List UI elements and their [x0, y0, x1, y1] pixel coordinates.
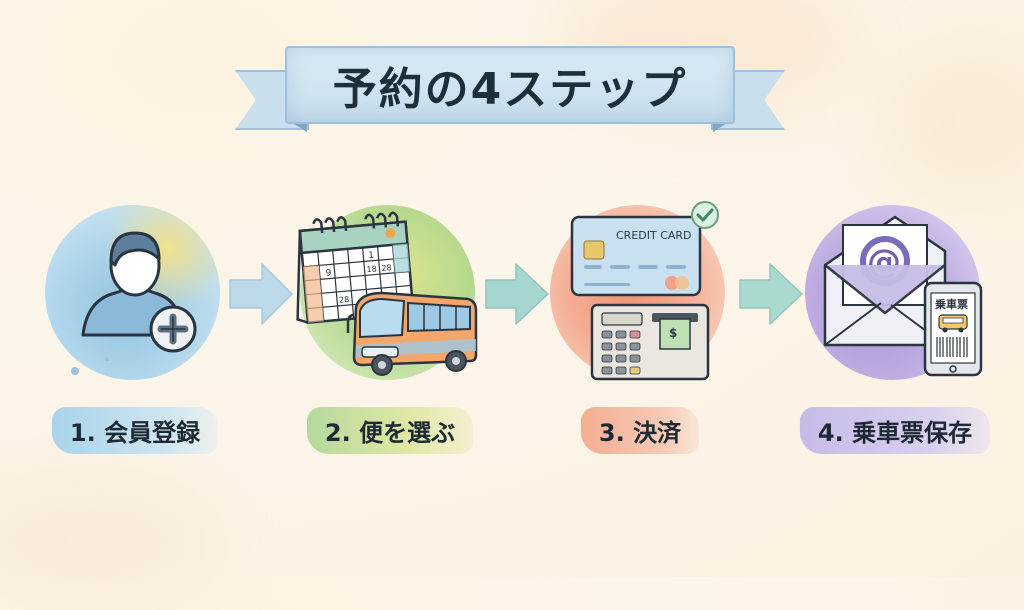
svg-text:28: 28: [381, 263, 392, 273]
bg-wash: [880, 40, 1024, 200]
step-4: @ 乗車票 4. 乗車票保存: [795, 195, 995, 465]
bg-wash: [0, 470, 220, 610]
user-add-icon: [71, 231, 197, 375]
svg-text:1: 1: [368, 251, 375, 261]
step-1-label: 1. 会員登録: [51, 407, 219, 454]
email-ticket-icon: @ 乗車票: [823, 215, 983, 377]
calendar-bus-icon: 9 1 18 28 28: [296, 211, 478, 376]
svg-text:28: 28: [339, 295, 350, 305]
svg-text:CREDIT CARD: CREDIT CARD: [616, 229, 692, 242]
arrow-right-icon: [485, 263, 549, 325]
svg-text:9: 9: [325, 268, 332, 278]
svg-text:乗車票: 乗車票: [935, 297, 968, 311]
svg-text:$: $: [669, 326, 677, 340]
step-2: 9 1 18 28 28 2. 便を選ぶ: [290, 195, 490, 465]
arrow-right-icon: [229, 263, 293, 325]
step-4-label: 4. 乗車票保存: [799, 407, 991, 454]
title-ribbon: 予約の4ステップ: [235, 40, 785, 132]
svg-text:18: 18: [366, 264, 377, 274]
step-3-label: 3. 決済: [580, 407, 700, 454]
step-1: 1. 会員登録: [35, 195, 235, 465]
bus-icon: [346, 291, 478, 376]
credit-card-payment-icon: CREDIT CARD $: [570, 201, 719, 381]
step-2-label: 2. 便を選ぶ: [306, 407, 474, 454]
arrow-right-icon: [739, 263, 803, 325]
ribbon-band: 予約の4ステップ: [285, 46, 735, 124]
step-3: CREDIT CARD $ 3. 決済: [540, 195, 740, 465]
page-title: 予約の4ステップ: [332, 64, 688, 115]
